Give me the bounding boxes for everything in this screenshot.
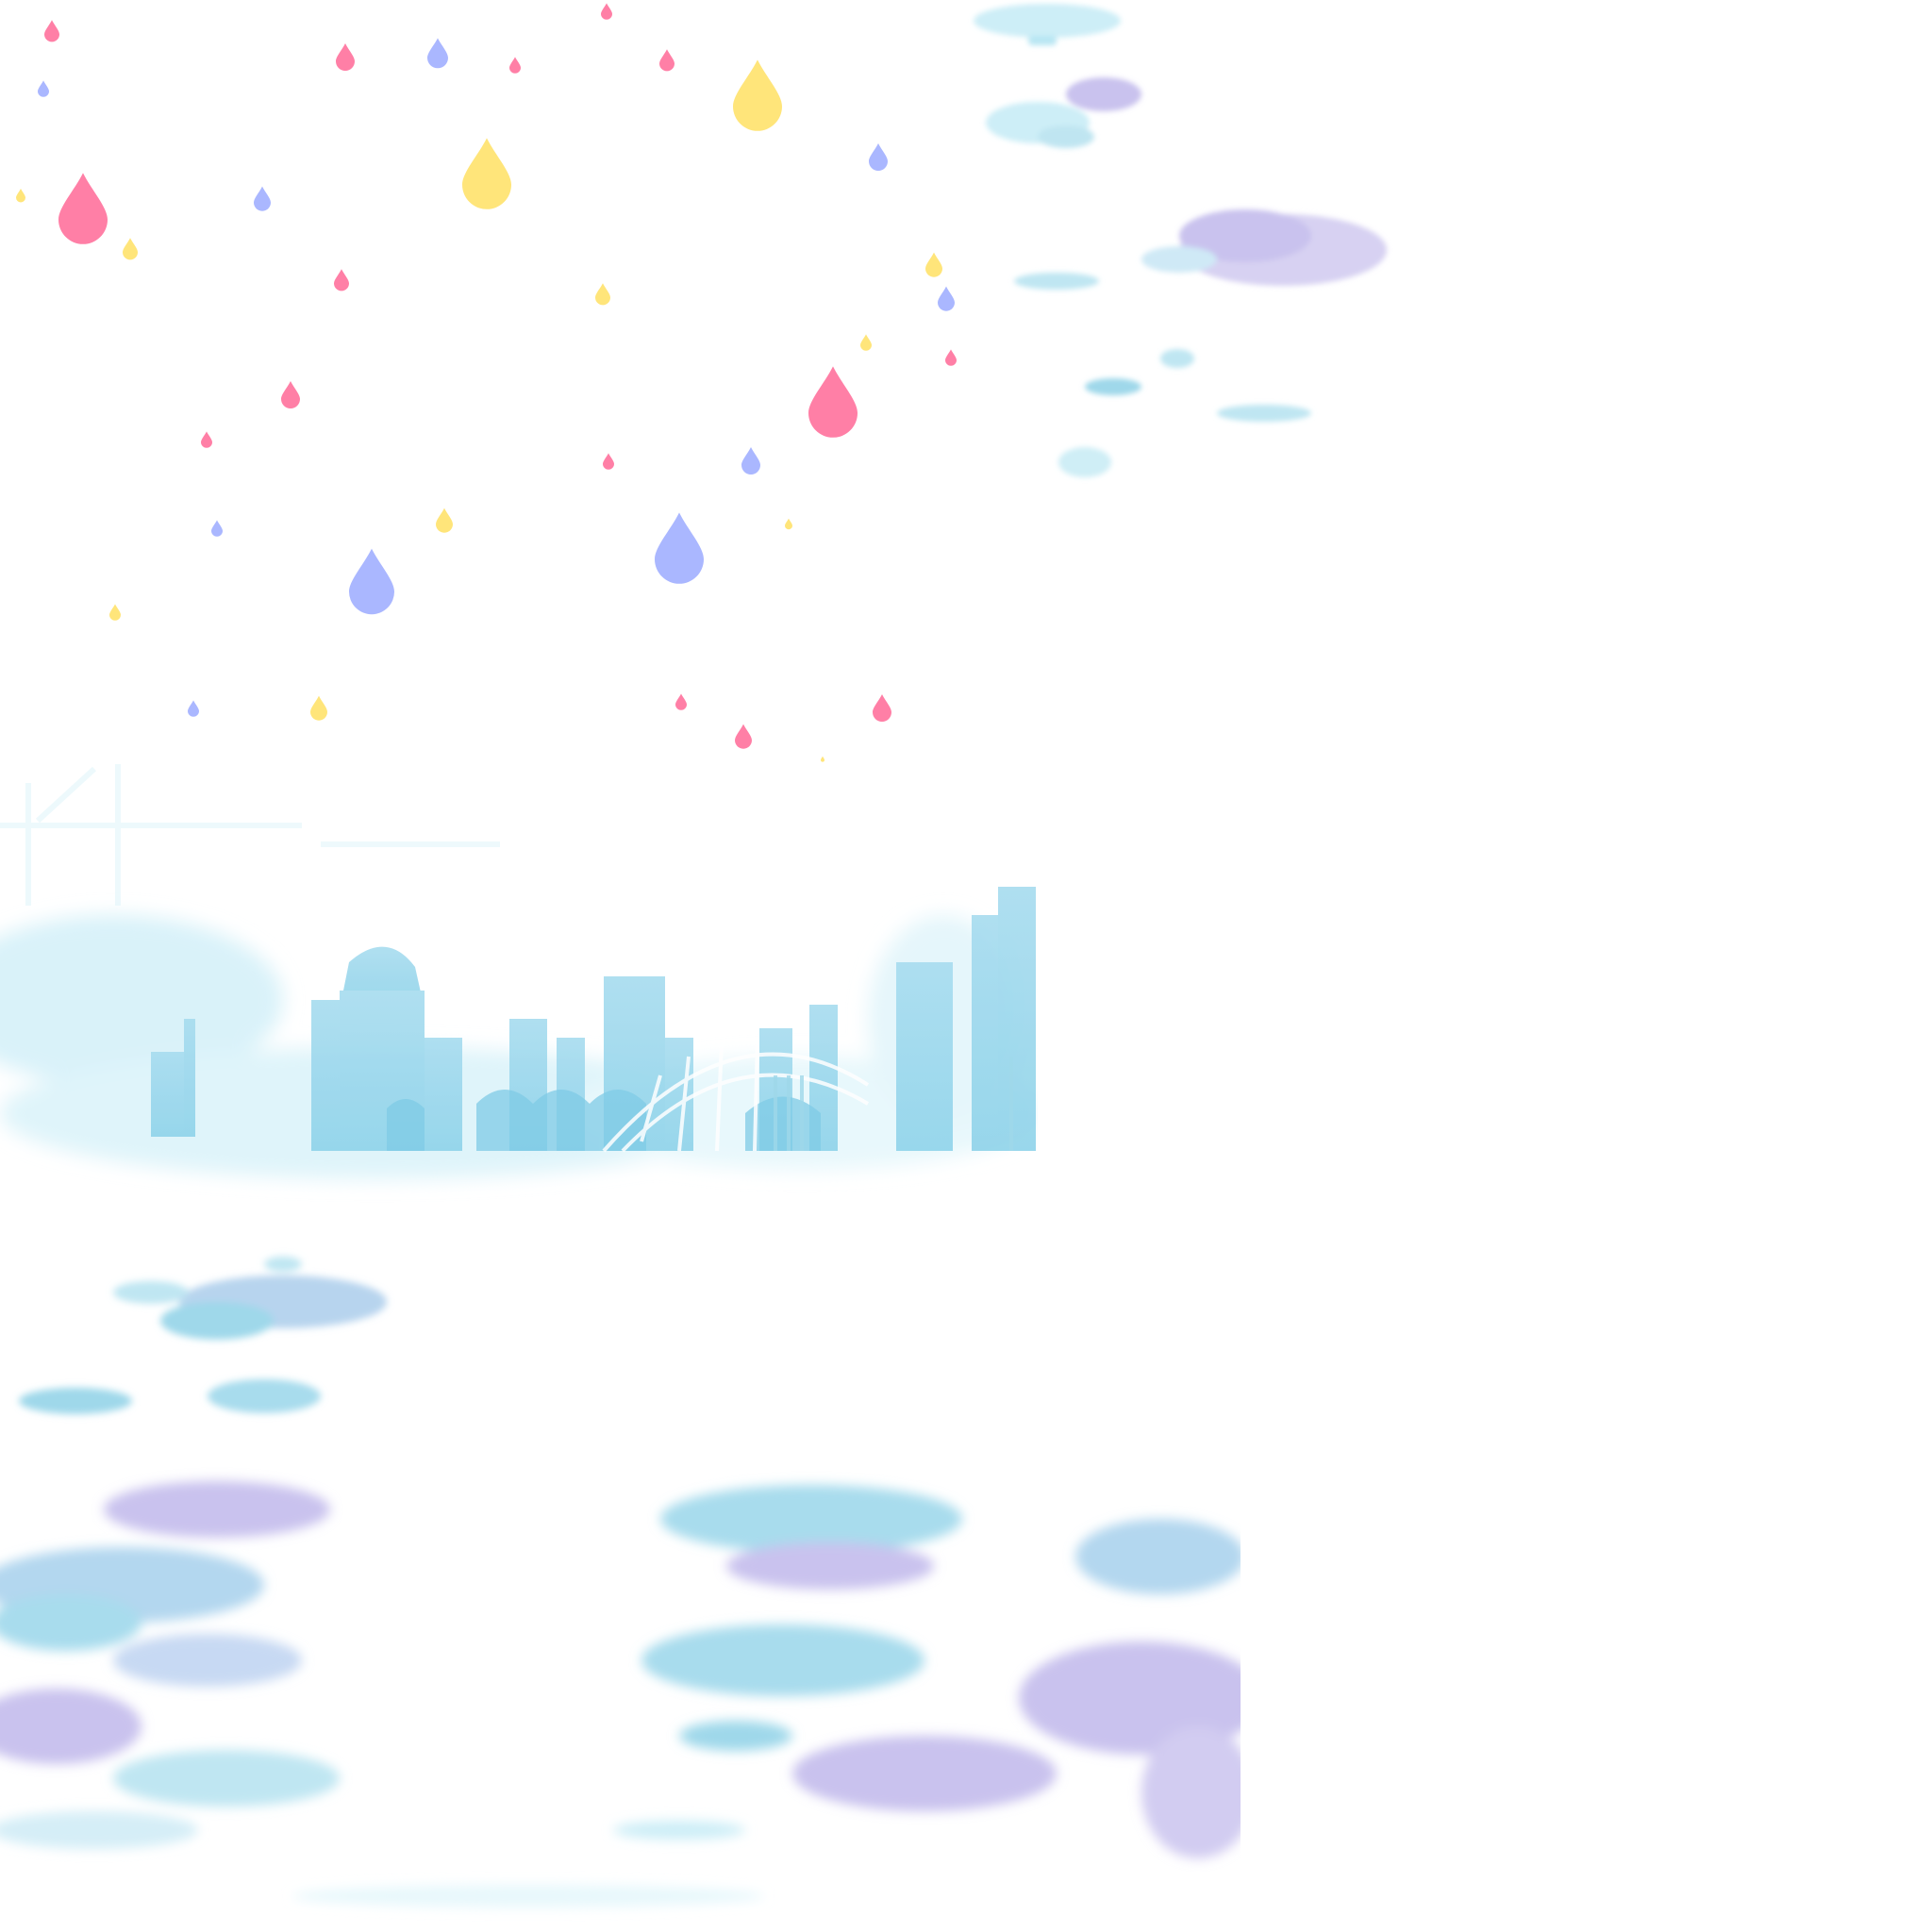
raindrop-pink bbox=[281, 381, 300, 408]
raindrop-yellow bbox=[109, 604, 121, 621]
raindrop-pink bbox=[336, 43, 355, 71]
raindrop-lavender bbox=[741, 447, 760, 475]
raindrop-yellow bbox=[310, 695, 327, 721]
raindrop-pink bbox=[603, 453, 614, 470]
cloud-wisps-top bbox=[986, 77, 1387, 477]
raindrop-yellow bbox=[123, 238, 138, 260]
raindrop-pink bbox=[44, 20, 59, 42]
raindrop-lavender bbox=[254, 186, 271, 211]
city-skyline-sprite bbox=[0, 764, 1038, 1236]
raindrop-yellow bbox=[860, 334, 872, 351]
cloud-wisps-bottom bbox=[0, 1481, 1241, 1907]
raindrop-yellow bbox=[821, 756, 824, 762]
raindrop-pink bbox=[808, 366, 858, 438]
raindrop-lavender bbox=[211, 520, 224, 537]
raindrop-lavender bbox=[188, 700, 199, 717]
raindrop-lavender bbox=[938, 286, 955, 311]
raindrop-yellow bbox=[733, 59, 782, 131]
raindrop-yellow bbox=[595, 283, 610, 306]
raindrop-layer bbox=[16, 3, 957, 762]
pillars bbox=[774, 1057, 1013, 1151]
steel-arch-bridge bbox=[602, 1037, 870, 1153]
raindrop-yellow bbox=[436, 508, 453, 533]
raindrop-pink bbox=[659, 49, 675, 72]
raindrop-lavender bbox=[869, 143, 888, 171]
raindrop-pink bbox=[201, 431, 212, 448]
elevated-bridge-faint bbox=[0, 764, 500, 906]
cloud-panel-bottom bbox=[0, 1453, 1241, 1932]
raindrop-yellow bbox=[16, 189, 25, 203]
cloud-strip-middle bbox=[0, 1245, 434, 1462]
raindrop-lavender bbox=[349, 548, 394, 615]
raindrop-pink bbox=[735, 724, 752, 749]
raindrop-pink bbox=[58, 173, 108, 244]
raindrop-pink bbox=[675, 693, 687, 710]
raindrop-yellow bbox=[462, 138, 511, 209]
raindrop-pink bbox=[873, 694, 891, 722]
raindrop-pink bbox=[334, 269, 349, 291]
airship-sprite bbox=[974, 4, 1121, 45]
raindrop-yellow bbox=[785, 518, 792, 530]
cloud-wisps-middle bbox=[19, 1257, 387, 1414]
raindrop-yellow bbox=[925, 252, 942, 277]
raindrop-pink bbox=[945, 349, 957, 366]
raindrop-lavender bbox=[427, 38, 448, 69]
cloud-cluster-top bbox=[962, 0, 1453, 491]
raindrop-pink bbox=[601, 3, 612, 20]
raindrop-pink bbox=[509, 57, 521, 74]
raindrop-lavender bbox=[655, 512, 704, 584]
raindrop-lavender bbox=[38, 80, 49, 97]
raindrop-sprites bbox=[0, 0, 981, 774]
